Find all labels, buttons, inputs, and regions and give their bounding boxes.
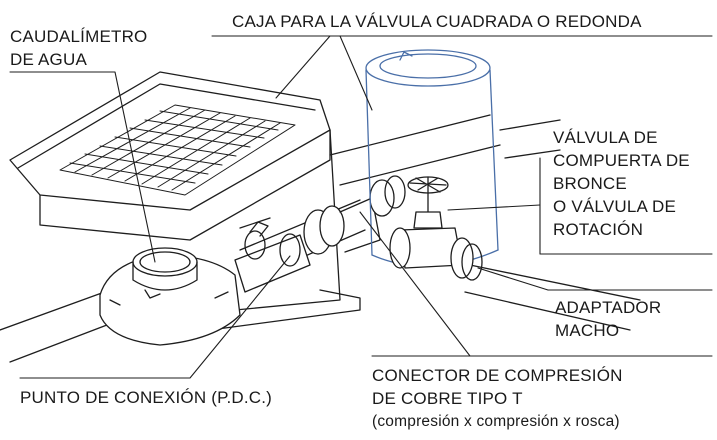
connection-point-valve xyxy=(234,217,311,293)
label-valve-box: CAJA PARA LA VÁLVULA CUADRADA O REDONDA xyxy=(232,10,642,33)
label-connection-point: PUNTO DE CONEXIÓN (P.D.C.) xyxy=(20,386,272,409)
label-tee-connector-line3: (compresión x compresión x rosca) xyxy=(372,413,620,430)
label-gate-valve-line1: VÁLVULA DE xyxy=(553,128,658,147)
label-tee-connector: CONECTOR DE COMPRESIÓN DE COBRE TIPO T (… xyxy=(372,364,623,433)
label-connection-point-text: PUNTO DE CONEXIÓN (P.D.C.) xyxy=(20,388,273,407)
leader-lines xyxy=(9,35,713,379)
label-gate-valve: VÁLVULA DE COMPUERTA DE BRONCE O VÁLVULA… xyxy=(553,126,690,241)
label-tee-connector-line1: CONECTOR DE COMPRESIÓN xyxy=(372,366,623,385)
water-meter xyxy=(99,247,241,346)
label-tee-connector-line2: DE COBRE TIPO T xyxy=(372,389,523,408)
compression-tee xyxy=(303,175,406,255)
label-water-meter: CAUDALÍMETRO DE AGUA xyxy=(10,25,147,71)
label-male-adapter-line1: ADAPTADOR xyxy=(555,298,662,317)
gate-valve xyxy=(389,176,483,281)
label-gate-valve-line4: O VÁLVULA DE xyxy=(553,197,677,216)
meter-box-grid xyxy=(59,104,296,196)
label-gate-valve-line5: ROTACIÓN xyxy=(553,220,644,239)
label-male-adapter-line2: MACHO xyxy=(555,321,620,340)
meter-box xyxy=(9,71,361,331)
label-valve-box-text: CAJA PARA LA VÁLVULA CUADRADA O REDONDA xyxy=(232,12,642,31)
label-water-meter-line2: DE AGUA xyxy=(10,50,87,69)
label-water-meter-line1: CAUDALÍMETRO xyxy=(10,27,148,46)
label-gate-valve-line3: BRONCE xyxy=(553,174,627,193)
valve-box xyxy=(365,49,499,267)
label-gate-valve-line2: COMPUERTA DE xyxy=(553,151,690,170)
label-male-adapter: ADAPTADOR MACHO xyxy=(555,296,661,342)
